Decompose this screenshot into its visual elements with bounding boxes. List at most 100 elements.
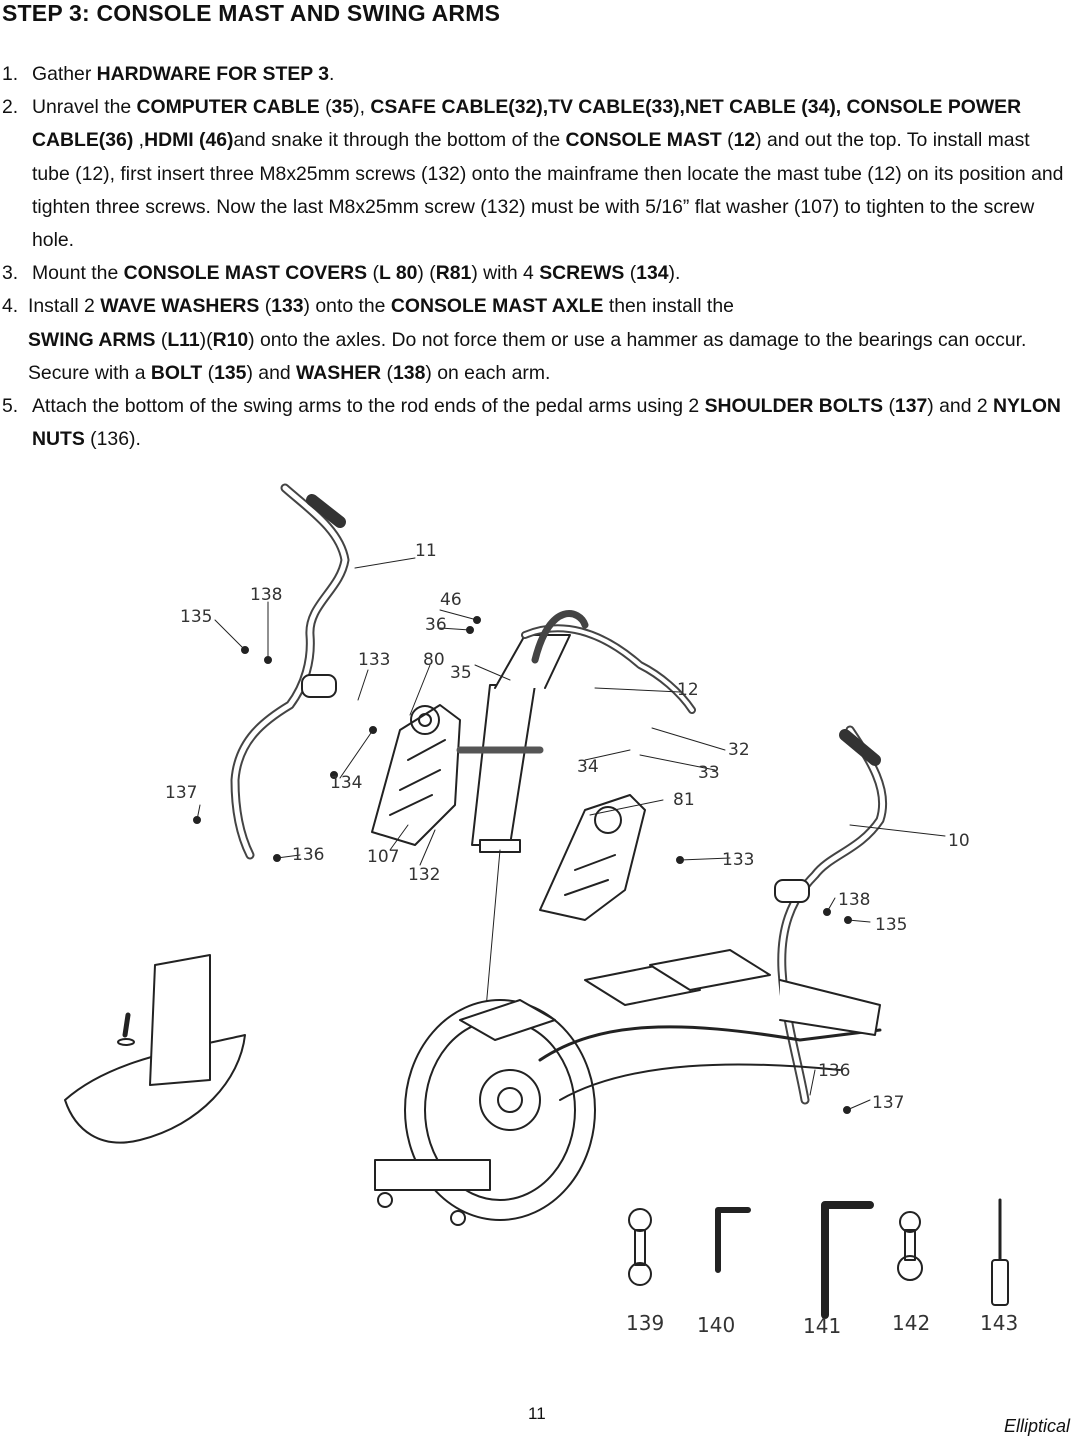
- step-text: ) with 4: [471, 262, 540, 285]
- callout-137-right: 137: [872, 1093, 904, 1113]
- callout-11: 11: [415, 541, 437, 561]
- screwdriver-143-icon: [991, 1198, 1009, 1306]
- callout-35: 35: [450, 663, 472, 683]
- step-text: (: [381, 361, 393, 384]
- callout-136-right: 136: [818, 1061, 850, 1081]
- step-text: then install the: [603, 295, 734, 318]
- step-bold: 138: [393, 361, 426, 384]
- callout-107: 107: [367, 847, 399, 867]
- callout-138-right: 138: [838, 890, 870, 910]
- step-bold: COMPUTER CABLE: [136, 96, 320, 119]
- step-text: (: [367, 262, 379, 285]
- step-bold: CONSOLE MAST COVERS: [123, 262, 368, 285]
- callout-134: 134: [330, 773, 362, 793]
- wrench-142-icon: [897, 1211, 923, 1281]
- wrench-139-icon: [628, 1208, 652, 1286]
- left-swing-arm: [230, 483, 350, 860]
- callout-132: 132: [408, 865, 440, 885]
- step-bold: HDMI (46): [144, 129, 234, 152]
- step-number: 4.: [2, 295, 19, 318]
- step-text: ) onto the: [303, 295, 391, 318]
- step-text: (: [721, 129, 734, 152]
- callout-137: 137: [165, 783, 197, 803]
- step-bold: 35: [331, 96, 354, 119]
- tool-label-142: 142: [892, 1311, 930, 1335]
- step-text: (: [624, 262, 637, 285]
- step-bold: 12: [733, 129, 756, 152]
- step-2: 2. Unravel the COMPUTER CABLE (35), CSAFE…: [2, 91, 1070, 257]
- callout-36: 36: [425, 615, 447, 635]
- mast-cover-left: [371, 704, 461, 846]
- tool-label-143: 143: [980, 1311, 1018, 1335]
- step-text: ,: [133, 129, 145, 152]
- callout-33: 33: [698, 763, 720, 783]
- step-text: (136).: [84, 428, 141, 451]
- step-text: ),: [353, 96, 371, 119]
- tool-label-141: 141: [803, 1314, 841, 1338]
- callout-81: 81: [673, 790, 695, 810]
- step-number: 5.: [2, 395, 19, 418]
- step-text: (: [319, 96, 332, 119]
- page-title: STEP 3: CONSOLE MAST AND SWING ARMS: [2, 0, 501, 26]
- page-number: 11: [528, 1404, 546, 1423]
- tool-labels: 139 140 141 142 143: [626, 1311, 1018, 1338]
- step-text: ) (: [417, 262, 436, 285]
- step-bold: SCREWS: [539, 262, 625, 285]
- step-bold: SHOULDER BOLTS: [704, 395, 884, 418]
- step-bold: WAVE WASHERS: [100, 295, 260, 318]
- step-bold: R10: [212, 328, 249, 351]
- callout-80: 80: [423, 650, 445, 670]
- step-text: )(: [199, 328, 213, 351]
- step-bold: NYLON NUTS: [32, 395, 1061, 451]
- step-bold: CONSOLE MAST: [565, 129, 722, 152]
- step-bold: 133: [271, 295, 304, 318]
- mast-cover-right: [539, 794, 646, 921]
- instruction-steps: 1. Gather HARDWARE FOR STEP 3. 2. Unravel …: [2, 58, 1070, 456]
- step-text: Attach the bottom of the swing arms to t…: [32, 395, 705, 418]
- callout-135: 135: [180, 607, 212, 627]
- step-text: Mount the: [32, 262, 124, 285]
- step-text: Install 2: [28, 295, 101, 318]
- step-bold: R81: [435, 262, 472, 285]
- callout-34: 34: [577, 757, 599, 777]
- tools: [628, 1198, 1009, 1319]
- step-text: ) and 2: [927, 395, 994, 418]
- step-number: 1.: [2, 63, 19, 85]
- step-bold: HARDWARE FOR STEP 3: [96, 63, 330, 85]
- callout-135-right: 135: [875, 915, 907, 935]
- callout-133: 133: [358, 650, 390, 670]
- callout-12: 12: [677, 680, 699, 700]
- step-text: ) onto the axles. Do not force them or u…: [28, 328, 1027, 384]
- step-bold: BOLT: [150, 361, 203, 384]
- callout-32: 32: [728, 740, 750, 760]
- console-mast: [456, 610, 696, 1021]
- step-bold: CONSOLE MAST AXLE: [390, 295, 604, 318]
- step-text: ).: [668, 262, 681, 285]
- step-3: 3.Mount the CONSOLE MAST COVERS (L 80) (…: [2, 257, 1070, 290]
- inset-detail: [64, 954, 246, 1144]
- step-text: .: [329, 63, 335, 85]
- step-number: 2.: [2, 96, 19, 119]
- callout-46: 46: [440, 590, 462, 610]
- step-text: (: [202, 361, 215, 384]
- exploded-view-illustration: 11 138 135 46 36 133 80 35 12 32 34 33 1…: [64, 483, 1018, 1338]
- callout-133-right: 133: [722, 850, 754, 870]
- step-bold: WASHER: [296, 361, 382, 384]
- step-text: Unravel the: [32, 96, 137, 119]
- step-text: ) on each arm.: [425, 361, 551, 384]
- hex-key-140-icon: [715, 1207, 751, 1273]
- callout-136: 136: [292, 845, 324, 865]
- hex-key-141-icon: [821, 1201, 874, 1319]
- step-bold: CSAFE CABLE(32),TV CABLE(33),NET CABLE (…: [32, 96, 1022, 152]
- step-text: (: [155, 328, 168, 351]
- step-bold: L 80: [378, 262, 418, 285]
- step-text: Gather: [32, 63, 97, 85]
- step-text: (: [883, 395, 895, 418]
- step-text: ) and out the top. To install mast tube …: [32, 129, 1064, 252]
- step-bold: 137: [894, 395, 928, 418]
- assembly-diagram: 11 138 135 46 36 133 80 35 12 32 34 33 1…: [40, 460, 1050, 1350]
- step-bold: 135: [214, 361, 247, 384]
- step-bold: L11: [167, 328, 200, 351]
- step-4: 4. Install 2 WAVE WASHERS (133 ) onto the …: [2, 290, 1070, 390]
- mainframe: [374, 949, 882, 1226]
